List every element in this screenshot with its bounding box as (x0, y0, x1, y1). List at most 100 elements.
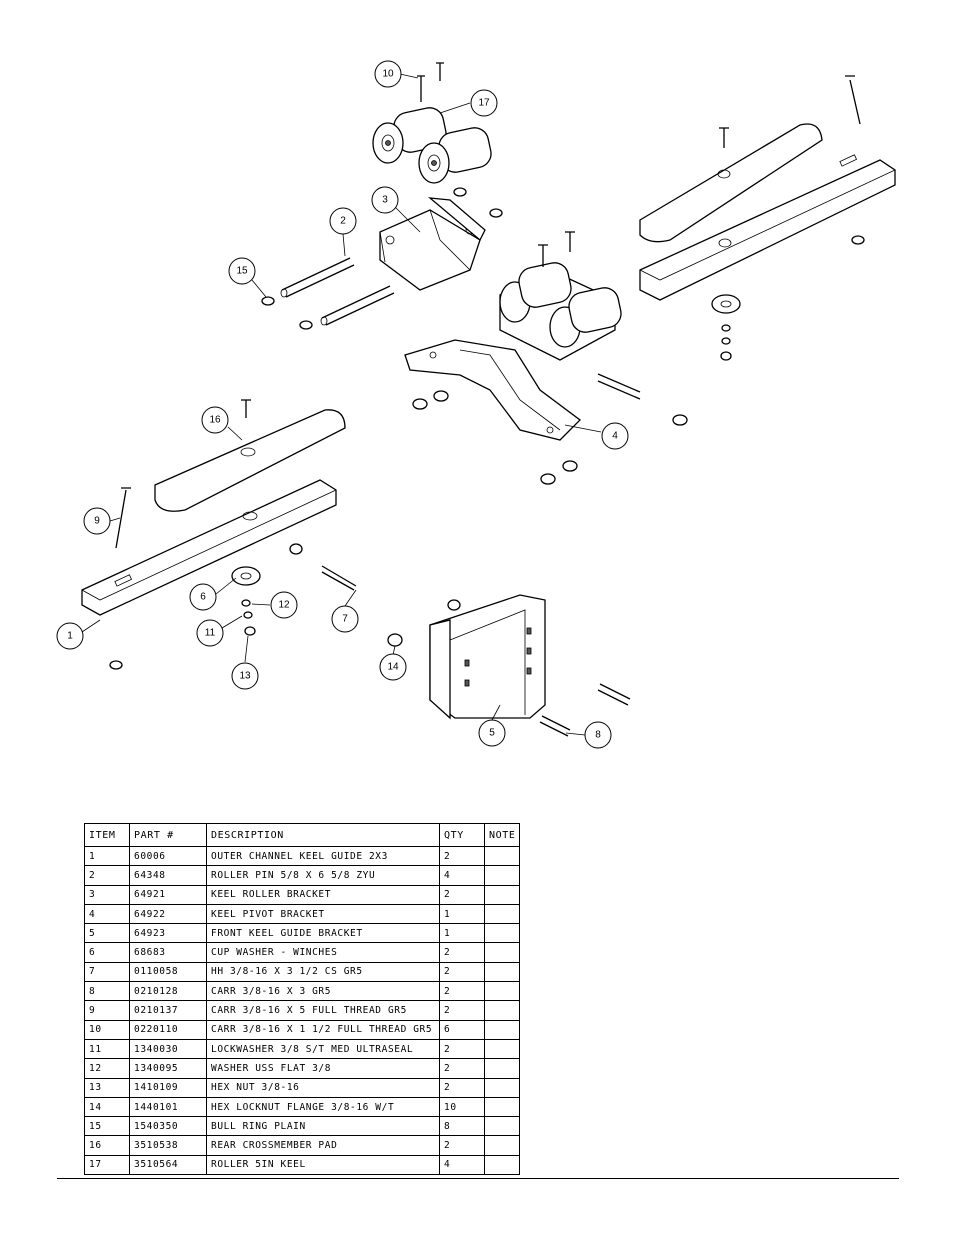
cell-part-number: 1410109 (129, 1077, 207, 1098)
cell-item: 2 (84, 865, 130, 886)
cell-note (483, 865, 521, 886)
cell-qty: 8 (439, 1116, 485, 1137)
callout-circle (56, 622, 84, 650)
cell-note (483, 845, 521, 867)
callout-label: 2 (340, 216, 346, 227)
callout-item-15: 15 (228, 257, 256, 285)
keel-roller-bracket-top (379, 197, 486, 291)
callout-item-16: 16 (201, 406, 229, 434)
cell-note (483, 1135, 521, 1156)
cell-part-number: 1540350 (129, 1116, 207, 1137)
cell-qty: 2 (439, 1135, 485, 1156)
cell-item: 10 (84, 1019, 130, 1040)
callout-item-2: 2 (329, 207, 357, 235)
cell-qty: 2 (439, 961, 485, 983)
callout-circle (379, 653, 407, 681)
left-channel-assembly (81, 399, 357, 670)
callout-circle (196, 619, 224, 647)
cell-description: ROLLER 5IN KEEL (206, 1154, 440, 1176)
cell-item: 3 (84, 884, 130, 905)
cell-item: 15 (84, 1116, 130, 1137)
cell-description: HEX LOCKNUT FLANGE 3/8-16 W/T (206, 1096, 440, 1118)
cell-item: 6 (84, 942, 130, 963)
callout-item-7: 7 (331, 605, 359, 633)
cell-description: HH 3/8-16 X 3 1/2 CS GR5 (206, 961, 440, 983)
callout-circle (371, 186, 399, 214)
cell-note (483, 1000, 521, 1021)
cell-qty: 2 (439, 981, 485, 1002)
cell-part-number: 64348 (129, 865, 207, 886)
page-bottom-rule (57, 1178, 899, 1179)
callout-circle (601, 422, 629, 450)
cell-note (483, 1116, 521, 1137)
cell-part-number: 0210128 (129, 981, 207, 1002)
cell-qty: 6 (439, 1019, 485, 1040)
callout-label: 15 (236, 266, 248, 277)
cell-qty: 2 (439, 1058, 485, 1079)
callout-item-1: 1 (56, 622, 84, 650)
header-note: NOTE (483, 823, 521, 847)
callout-item-17: 17 (470, 89, 498, 117)
callout-label: 12 (278, 600, 290, 611)
cell-part-number: 68683 (129, 942, 207, 963)
cell-description: OUTER CHANNEL KEEL GUIDE 2X3 (206, 845, 440, 867)
cell-part-number: 3510538 (129, 1135, 207, 1156)
callout-item-12: 12 (270, 591, 298, 619)
cell-part-number: 3510564 (129, 1154, 207, 1176)
callout-label: 14 (387, 662, 399, 673)
flange-nuts-middle (412, 390, 688, 485)
cell-note (483, 1154, 521, 1176)
callout-label: 13 (239, 671, 251, 682)
callout-circle (374, 60, 402, 88)
callout-item-11: 11 (196, 619, 224, 647)
callout-label: 8 (595, 730, 601, 741)
cell-note (483, 1096, 521, 1118)
cell-note (483, 1077, 521, 1098)
callout-item-5: 5 (478, 719, 506, 747)
roller-pins (280, 257, 395, 326)
leader-lines (81, 73, 602, 736)
header-item: ITEM (84, 823, 130, 847)
callout-item-6: 6 (189, 583, 217, 611)
cell-description: KEEL PIVOT BRACKET (206, 903, 440, 925)
callout-label: 17 (478, 98, 490, 109)
callout-circle (201, 406, 229, 434)
cell-item: 13 (84, 1077, 130, 1098)
callout-item-13: 13 (231, 662, 259, 690)
callout-circle (584, 721, 612, 749)
callout-item-8: 8 (584, 721, 612, 749)
cell-note (483, 884, 521, 905)
callout-label: 9 (94, 516, 100, 527)
cell-description: BULL RING PLAIN (206, 1116, 440, 1137)
callout-label: 10 (382, 69, 394, 80)
cell-qty: 2 (439, 1000, 485, 1021)
cell-part-number: 64922 (129, 903, 207, 925)
cell-qty: 2 (439, 1038, 485, 1060)
callout-label: 6 (200, 592, 206, 603)
callout-circle (231, 662, 259, 690)
cell-part-number: 60006 (129, 845, 207, 867)
front-keel-guide-bracket (387, 594, 631, 737)
cell-description: CARR 3/8-16 X 1 1/2 FULL THREAD GR5 (206, 1019, 440, 1040)
keel-pivot-bracket (404, 231, 641, 441)
callout-item-4: 4 (601, 422, 629, 450)
cell-part-number: 0110058 (129, 961, 207, 983)
cell-note (483, 903, 521, 925)
cell-note (483, 981, 521, 1002)
cell-description: KEEL ROLLER BRACKET (206, 884, 440, 905)
cell-description: ROLLER PIN 5/8 X 6 5/8 ZYU (206, 865, 440, 886)
